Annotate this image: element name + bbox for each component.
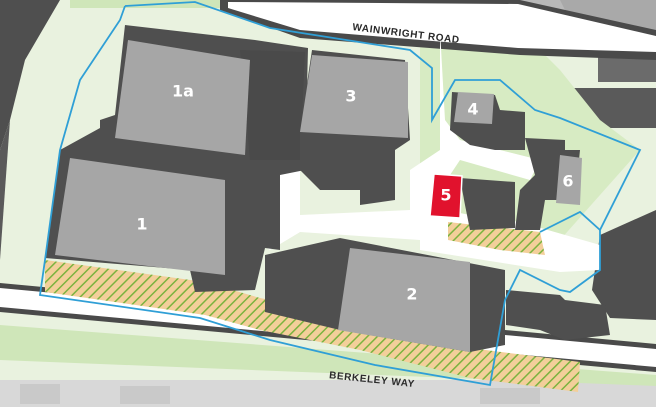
unit-1-roof — [55, 158, 225, 275]
unit-3-label: 3 — [345, 87, 356, 106]
unit-labels: 1a 1 2 3 4 5 6 — [136, 82, 573, 304]
buildings-light — [55, 40, 582, 352]
unit-5-label: 5 — [440, 186, 451, 205]
unit-4-roof — [454, 92, 494, 124]
site-boundary — [38, 1, 642, 387]
unit-2-label: 2 — [406, 285, 417, 304]
unit-4-label: 4 — [467, 100, 478, 119]
landscape-strips — [45, 222, 580, 392]
unit-3-roof — [300, 55, 408, 138]
unit-2-roof — [338, 248, 470, 352]
unit-6-label: 6 — [562, 172, 573, 191]
unit-1a-roof — [115, 40, 250, 155]
unit-1-label: 1 — [136, 215, 147, 234]
wainwright-road — [220, 0, 656, 60]
unit-5-roof[interactable] — [429, 173, 463, 219]
unit-1a-label: 1a — [172, 82, 194, 101]
unit-6-roof — [556, 155, 582, 205]
